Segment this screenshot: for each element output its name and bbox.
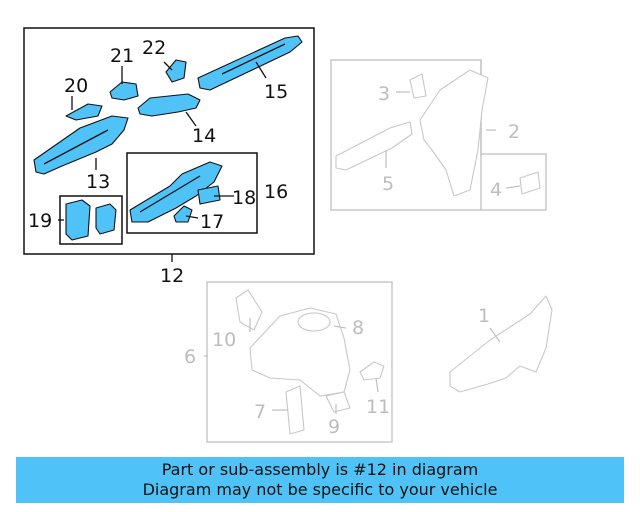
part-3-bracket: [409, 73, 427, 99]
part-22-bracket[interactable]: [165, 59, 187, 83]
part-10-bracket: [235, 289, 263, 331]
callout-19: 19: [28, 210, 52, 232]
part-4-plate: [519, 171, 541, 195]
callout-16: 16: [264, 181, 288, 203]
part-11-bracket: [359, 361, 385, 381]
part-19-reinforcement-b[interactable]: [95, 203, 117, 235]
part-8-strut-tower: [249, 307, 351, 397]
part-15-rail[interactable]: [197, 35, 303, 91]
part-17-clip[interactable]: [173, 205, 193, 223]
callout-18: 18: [232, 187, 256, 209]
assembly-12-frame: [23, 27, 315, 255]
callout-6: 6: [184, 346, 196, 368]
callout-22: 22: [142, 37, 166, 59]
callout-12: 12: [160, 265, 184, 287]
callout-10: 10: [212, 329, 236, 351]
callout-7: 7: [254, 401, 266, 423]
callout-9: 9: [328, 416, 340, 438]
part-18-plate[interactable]: [197, 185, 221, 205]
callout-17: 17: [200, 211, 224, 233]
part-7-reinforcement: [285, 385, 305, 435]
callout-4: 4: [490, 179, 502, 201]
callout-15: 15: [264, 81, 288, 103]
callout-5: 5: [382, 173, 394, 195]
callout-3: 3: [378, 83, 390, 105]
callout-13: 13: [86, 171, 110, 193]
part-14-member[interactable]: [137, 93, 201, 117]
callout-2: 2: [508, 121, 520, 143]
part-20-bracket[interactable]: [65, 103, 103, 121]
assembly-6-frame: [206, 281, 393, 443]
callout-1: 1: [478, 305, 490, 327]
callout-21: 21: [110, 45, 134, 67]
banner-line-2: Diagram may not be specific to your vehi…: [142, 480, 498, 499]
part-2-inner-panel: [419, 69, 489, 197]
info-banner: Part or sub-assembly is #12 in diagram D…: [16, 457, 624, 503]
part-21-bracket[interactable]: [109, 81, 139, 101]
part-1-fender: [449, 295, 553, 393]
callout-20: 20: [64, 75, 88, 97]
callout-8: 8: [352, 317, 364, 339]
callout-14: 14: [192, 125, 216, 147]
banner-line-1: Part or sub-assembly is #12 in diagram: [161, 460, 479, 479]
part-19-reinforcement-a[interactable]: [65, 199, 91, 241]
part-9-bracket: [325, 391, 351, 413]
part-5-rail: [335, 121, 413, 171]
subassembly-16-frame: [126, 152, 258, 234]
callout-11: 11: [366, 396, 390, 418]
